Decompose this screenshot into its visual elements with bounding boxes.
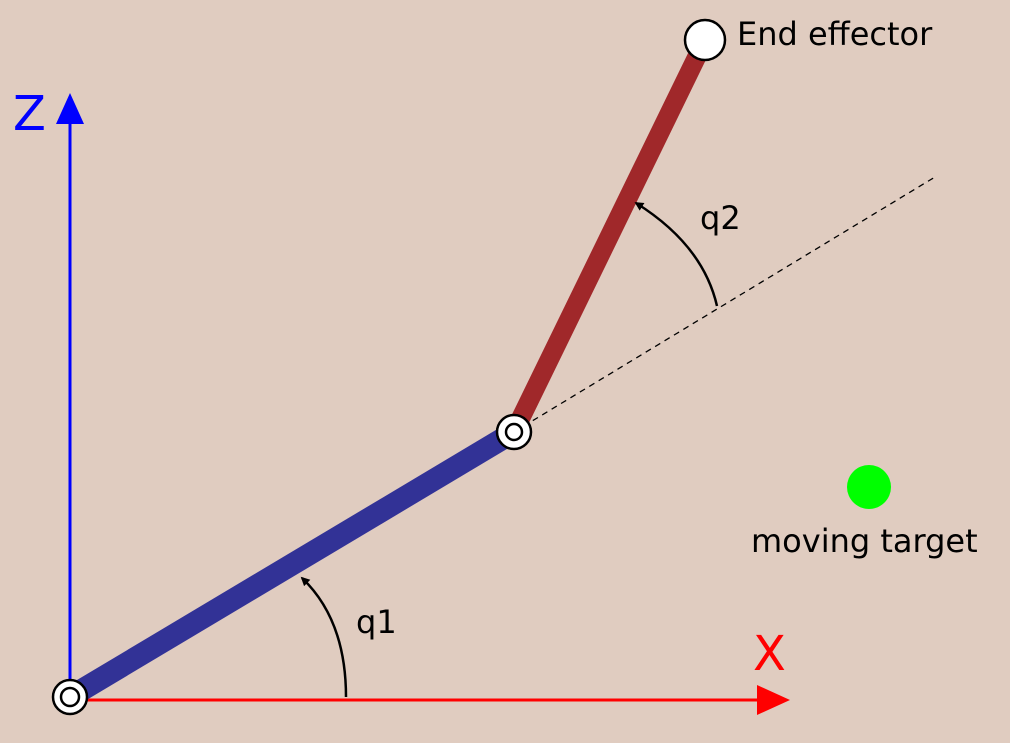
link-1-extension-dashed-line	[513, 176, 936, 433]
link-2	[505, 35, 714, 437]
angle-q1-arc	[300, 576, 348, 698]
link-1	[64, 422, 520, 707]
angle-q2-arc	[634, 201, 719, 307]
z-axis-label: Z	[13, 86, 46, 142]
elbow-joint-icon	[495, 413, 533, 451]
moving-target-icon	[847, 465, 891, 509]
z-axis: Z	[13, 86, 84, 697]
end-effector-label: End effector	[737, 15, 933, 53]
x-axis-arrowhead	[757, 685, 790, 715]
end-effector-icon	[683, 18, 727, 62]
moving-target-label: moving target	[751, 522, 978, 560]
x-axis-label: X	[753, 626, 786, 682]
angle-q2-label: q2	[700, 199, 741, 237]
base-joint-icon	[51, 678, 89, 716]
z-axis-arrowhead	[56, 93, 84, 124]
x-axis: X	[70, 626, 790, 715]
angle-q1-label: q1	[356, 603, 397, 641]
